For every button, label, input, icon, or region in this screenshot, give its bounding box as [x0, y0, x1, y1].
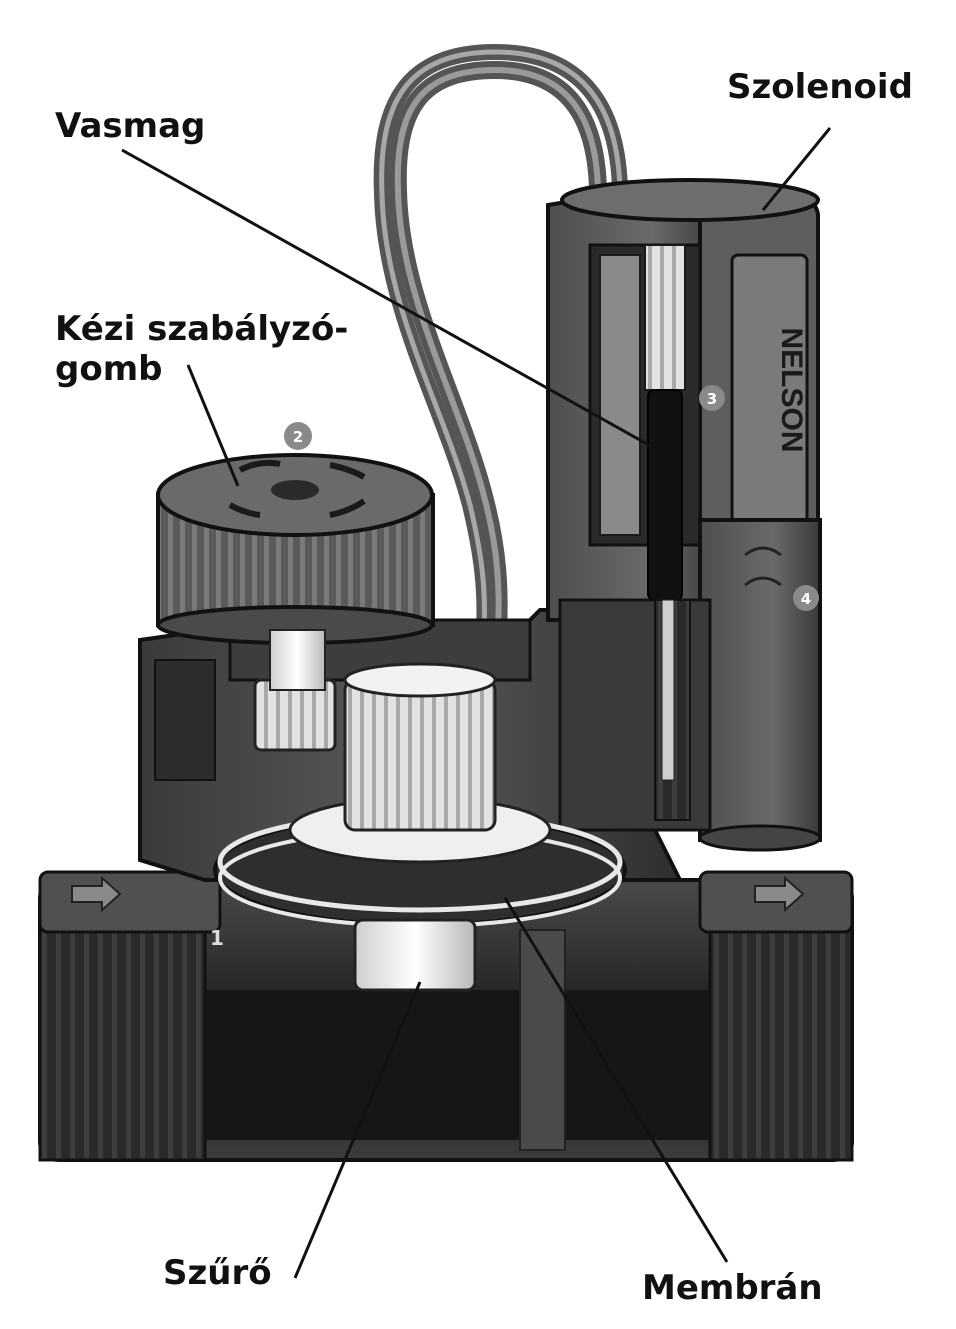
solenoid: NELSON — [546, 178, 822, 852]
valve-pipe-body — [38, 870, 854, 1162]
nameplate-brand: NELSON — [775, 327, 808, 452]
label-vasmag: Vasmag — [55, 106, 206, 146]
label-szuro: Szűrő — [163, 1253, 272, 1293]
leader-kezi — [186, 364, 240, 487]
svg-text:4: 4 — [801, 590, 811, 608]
label-kezi-line1: Kézi szabályzó- — [55, 309, 349, 349]
leader-vasmag — [121, 148, 673, 460]
marker-4: 4 — [793, 585, 819, 611]
label-kezi-line2: gomb — [55, 349, 163, 390]
label-membran: Membrán — [642, 1268, 823, 1308]
leader-szuro — [293, 981, 422, 1279]
svg-text:2: 2 — [293, 428, 303, 446]
marker-3: 3 — [699, 385, 725, 411]
label-kezi-szabalyzo-gomb: Kézi szabályzó- gomb — [55, 309, 348, 389]
marker-2: 2 — [284, 422, 312, 450]
solenoid-wires — [373, 43, 629, 639]
label-szolenoid: Szolenoid — [727, 67, 913, 107]
diaphragm-assembly — [213, 662, 627, 992]
svg-text:1: 1 — [210, 926, 224, 950]
manual-control-knob — [156, 453, 435, 691]
svg-text:3: 3 — [707, 390, 717, 408]
marker-1: 1 — [210, 926, 224, 950]
leader-lines — [121, 127, 832, 1279]
leader-szolenoid — [761, 127, 832, 211]
leader-membran — [503, 897, 729, 1263]
